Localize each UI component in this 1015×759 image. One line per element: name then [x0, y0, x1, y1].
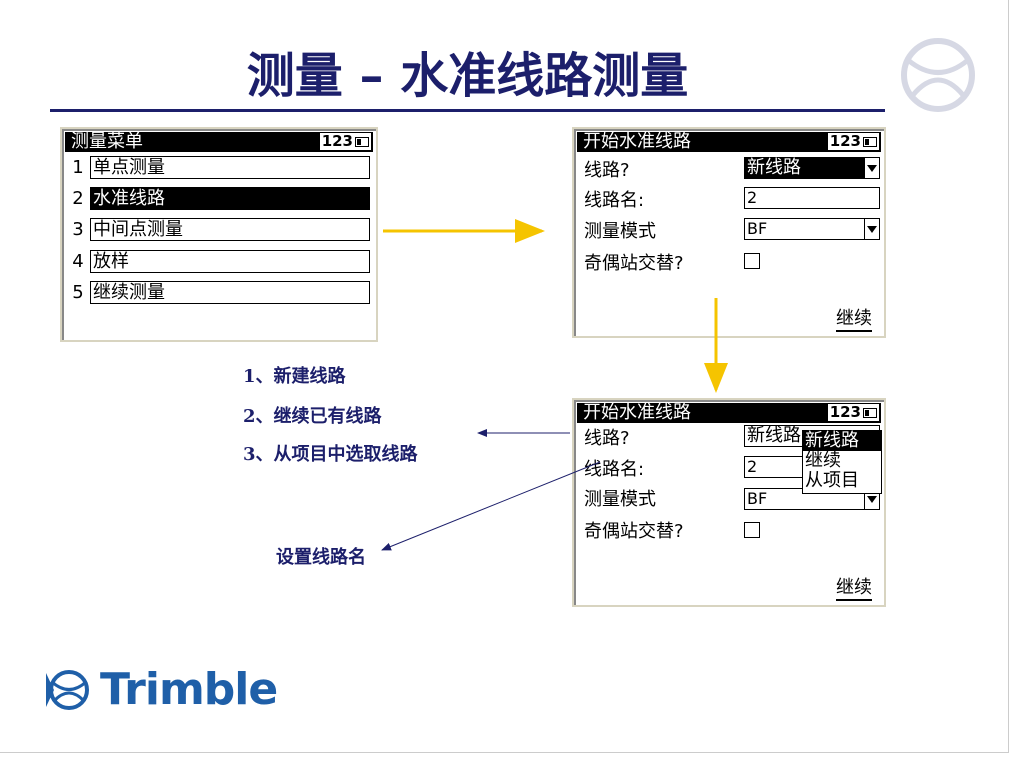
continue-button[interactable]: 继续 [836, 304, 872, 332]
screen-title: 开始水准线路 [583, 131, 691, 152]
title-rule [50, 109, 885, 112]
screen-title: 开始水准线路 [583, 402, 691, 423]
item-label: 单点测量 [90, 155, 370, 179]
input-mode: 123 [829, 403, 861, 421]
alternate-label: 奇偶站交替? [584, 521, 684, 542]
mode-label: 测量模式 [584, 221, 656, 242]
menu-item-3[interactable]: 3 中间点测量 [66, 217, 370, 241]
item-label: 继续测量 [90, 280, 370, 304]
slide-title: 测量 – 水准线路测量 [246, 48, 689, 104]
route-name-input[interactable]: 2 [744, 187, 880, 209]
menu-item-5[interactable]: 5 继续测量 [66, 280, 370, 304]
note-new-route: 1、新建线路 [243, 366, 346, 387]
globe-icon [46, 669, 89, 710]
mode-value: BF [747, 219, 768, 238]
title-bar: 开始水准线路 123 [577, 132, 881, 152]
mode-select[interactable]: BF [744, 218, 880, 240]
menu-item-2[interactable]: 2 水准线路 [66, 186, 370, 210]
input-mode: 123 [829, 132, 861, 150]
route-name-label: 线路名: [584, 190, 645, 211]
title-bar: 测量菜单 123 [65, 132, 373, 152]
dropdown-arrow-icon [864, 489, 879, 509]
note-from-project: 3、从项目中选取线路 [243, 444, 418, 465]
status-badge: 123 [827, 403, 879, 421]
route-value: 新线路 [747, 425, 801, 446]
alternate-checkbox[interactable] [744, 522, 760, 538]
note-set-name: 设置线路名 [276, 547, 366, 568]
alternate-label: 奇偶站交替? [584, 253, 684, 274]
globe-watermark-icon [901, 38, 975, 112]
item-number: 3 [72, 218, 84, 240]
item-label: 水准线路 [90, 186, 370, 210]
route-select[interactable]: 新线路 [744, 157, 880, 179]
item-label: 放样 [90, 249, 370, 273]
status-badge: 123 [319, 132, 371, 150]
option-new-route[interactable]: 新线路 [803, 431, 881, 451]
item-number: 5 [72, 281, 84, 303]
item-label: 中间点测量 [90, 217, 370, 241]
menu-screen: 测量菜单 123 1 单点测量 2 水准线路 3 中间点测量 4 放样 5 继续测量 [60, 127, 378, 342]
battery-icon [355, 136, 369, 147]
note-continue-route: 2、继续已有线路 [243, 406, 382, 427]
title-bar: 开始水准线路 123 [577, 403, 881, 423]
menu-item-1[interactable]: 1 单点测量 [66, 155, 370, 179]
logo-text: Trimble [100, 664, 278, 715]
route-name-label: 线路名: [584, 459, 645, 480]
arrow-to-name [381, 461, 601, 551]
trimble-logo: Trimble [44, 664, 278, 715]
battery-icon [863, 407, 877, 418]
item-number: 4 [72, 250, 84, 272]
route-label: 线路? [584, 160, 630, 181]
mode-label: 测量模式 [584, 489, 656, 510]
item-number: 1 [72, 156, 84, 178]
route-options-list: 新线路 继续 从项目 [802, 430, 882, 494]
continue-button[interactable]: 继续 [836, 573, 872, 601]
screen-title: 测量菜单 [71, 131, 143, 152]
alternate-checkbox[interactable] [744, 253, 760, 269]
status-badge: 123 [827, 132, 879, 150]
option-from-project[interactable]: 从项目 [805, 470, 859, 491]
item-number: 2 [72, 187, 84, 209]
dropdown-arrow-icon [864, 219, 879, 239]
option-continue[interactable]: 继续 [805, 450, 841, 471]
input-mode: 123 [321, 132, 353, 150]
mode-value: BF [747, 489, 768, 508]
battery-icon [863, 136, 877, 147]
route-value: 新线路 [747, 157, 801, 178]
route-label: 线路? [584, 428, 630, 449]
dropdown-arrow-icon [864, 158, 879, 178]
menu-item-4[interactable]: 4 放样 [66, 249, 370, 273]
